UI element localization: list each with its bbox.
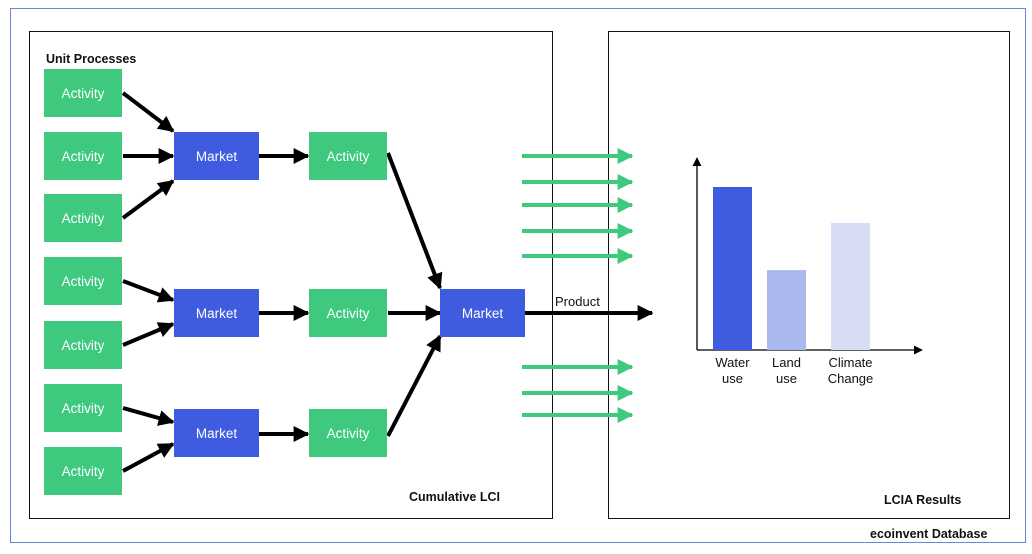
arrow-activity-4-to-market-2	[122, 279, 175, 303]
bar-water-use	[713, 187, 752, 350]
activity-node: Activity	[309, 289, 387, 337]
product-label: Product	[555, 294, 600, 309]
market-node: Market	[174, 289, 259, 337]
arrow-activity-1-to-market-1	[121, 91, 175, 133]
market-final-node: Market	[440, 289, 525, 337]
arrow-activity-c-to-market-final	[386, 334, 442, 437]
activity-node: Activity	[44, 194, 122, 242]
arrow-activity-5-to-market-2	[122, 322, 175, 347]
activity-node: Activity	[44, 257, 122, 305]
arrow-activity-3-to-market-1	[121, 179, 175, 220]
lcia-results-panel	[608, 31, 1010, 519]
diagram-frame	[10, 8, 1026, 543]
bar-land-use	[767, 270, 806, 350]
lcia-bar-chart	[692, 157, 923, 355]
lcia-results-label: LCIA Results	[884, 493, 962, 507]
unit-processes-label: Unit Processes	[46, 52, 137, 66]
market-node: Market	[174, 132, 259, 180]
activity-node: Activity	[309, 409, 387, 457]
activity-node: Activity	[309, 132, 387, 180]
arrow-activity-6-to-market-3	[122, 406, 175, 426]
database-label: ecoinvent Database	[870, 527, 988, 541]
activity-node: Activity	[44, 132, 122, 180]
bar-climate-change	[831, 222, 870, 350]
activity-node: Activity	[44, 447, 122, 495]
market-node: Market	[174, 409, 259, 457]
arrow-activity-7-to-market-3	[122, 442, 175, 473]
activity-node: Activity	[44, 69, 122, 117]
activity-node: Activity	[44, 321, 122, 369]
activity-node: Activity	[44, 384, 122, 432]
cumulative-lci-label: Cumulative LCI	[409, 490, 500, 504]
arrow-activity-a-to-market-final	[386, 152, 443, 290]
